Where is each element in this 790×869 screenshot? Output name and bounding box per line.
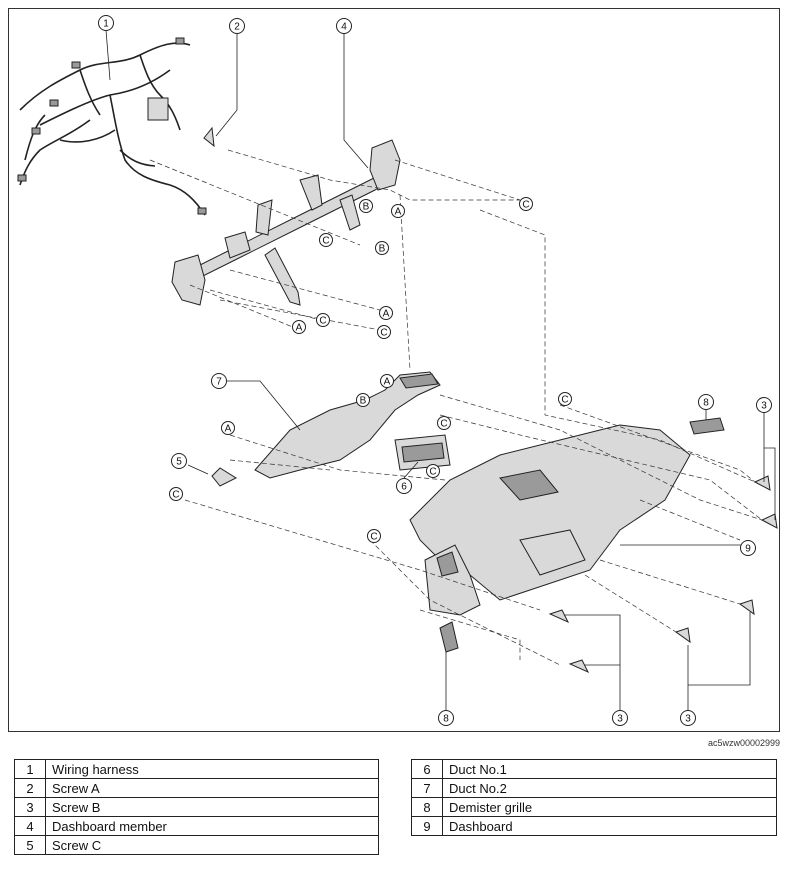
callout-number-9: 9 [740,540,756,556]
callout-letter-a-text: A [384,377,391,388]
callout-number-2: 2 [229,18,245,34]
wiring-harness-drawing [17,37,207,216]
callout-letter-c-text: C [440,419,447,430]
callout-letter-a-text: A [395,207,402,218]
legend-label: Screw B [45,797,379,817]
callout-number-4-text: 4 [341,22,347,33]
diagram-frame [8,8,780,732]
callout-letter-a: A [379,306,393,320]
callout-number-8-text: 8 [703,398,709,409]
callout-letter-a-text: A [383,309,390,320]
callout-number-7: 7 [211,373,227,389]
callout-number-4: 4 [336,18,352,34]
callout-letter-c-text: C [322,236,329,247]
callout-number-1: 1 [98,15,114,31]
demister-grille-drawings [439,417,725,653]
callout-letter-a: A [292,320,306,334]
callout-letter-b-text: B [360,396,367,407]
duct-no2-drawing [254,371,441,479]
callout-letter-c: C [377,325,391,339]
callout-number-3: 3 [756,397,772,413]
callout-letter-c: C [169,487,183,501]
callout-letter-c-text: C [380,328,387,339]
legend-label: Duct No.2 [442,778,777,798]
callout-number-3: 3 [680,710,696,726]
callout-number-7-text: 7 [216,377,222,388]
legend-number: 7 [411,778,443,798]
dashboard-member-drawing [171,139,401,306]
callout-letter-c-text: C [319,316,326,327]
legend-number: 4 [14,816,46,836]
callout-number-8-text: 8 [443,714,449,725]
legend-number: 6 [411,759,443,779]
callout-letter-b: B [359,199,373,213]
callout-letter-b: B [375,241,389,255]
legend-number: 1 [14,759,46,779]
callout-number-8: 8 [698,394,714,410]
callout-letter-c: C [426,464,440,478]
callout-number-3-text: 3 [685,714,691,725]
callout-letter-c-text: C [522,200,529,211]
callout-number-3-text: 3 [761,401,767,412]
legend-label: Dashboard member [45,816,379,836]
callout-letter-b-text: B [379,244,386,255]
callout-letter-a: A [391,204,405,218]
dashboard-drawing [409,424,691,616]
callout-letter-c-text: C [561,395,568,406]
legend-number: 8 [411,797,443,817]
legend-label: Screw C [45,835,379,855]
legend-number: 2 [14,778,46,798]
callout-number-3-text: 3 [617,714,623,725]
legend-number: 5 [14,835,46,855]
callout-letter-c: C [437,416,451,430]
callout-letter-b: B [356,393,370,407]
legend-label: Dashboard [442,816,777,836]
callout-letter-a: A [380,374,394,388]
callout-number-5-text: 5 [176,457,182,468]
legend-label: Demister grille [442,797,777,817]
screw-drawings [203,126,778,674]
callout-number-5: 5 [171,453,187,469]
callout-letter-a-text: A [296,323,303,334]
callout-letter-c: C [519,197,533,211]
legend-number: 9 [411,816,443,836]
callout-number-6-text: 6 [401,482,407,493]
callout-number-9-text: 9 [745,544,751,555]
callout-number-1-text: 1 [103,19,109,30]
callout-number-2-text: 2 [234,22,240,33]
callout-letter-a: A [221,421,235,435]
callout-letter-b-text: B [363,202,370,213]
callout-letter-c: C [367,529,381,543]
callout-letter-c-text: C [370,532,377,543]
callout-letter-c-text: C [172,490,179,501]
callout-letter-c: C [319,233,333,247]
legend-number: 3 [14,797,46,817]
duct-no1-drawing [394,434,451,471]
leader-lines [105,29,776,710]
callout-number-6: 6 [396,478,412,494]
legend-label: Duct No.1 [442,759,777,779]
callout-letter-c-text: C [429,467,436,478]
callout-number-8: 8 [438,710,454,726]
callout-letter-c: C [558,392,572,406]
legend-label: Screw A [45,778,379,798]
callout-number-3: 3 [612,710,628,726]
callout-letter-a-text: A [225,424,232,435]
legend-label: Wiring harness [45,759,379,779]
alignment-lines [149,149,763,666]
figure-code: ac5wzw00002999 [707,738,780,748]
callout-letter-c: C [316,313,330,327]
